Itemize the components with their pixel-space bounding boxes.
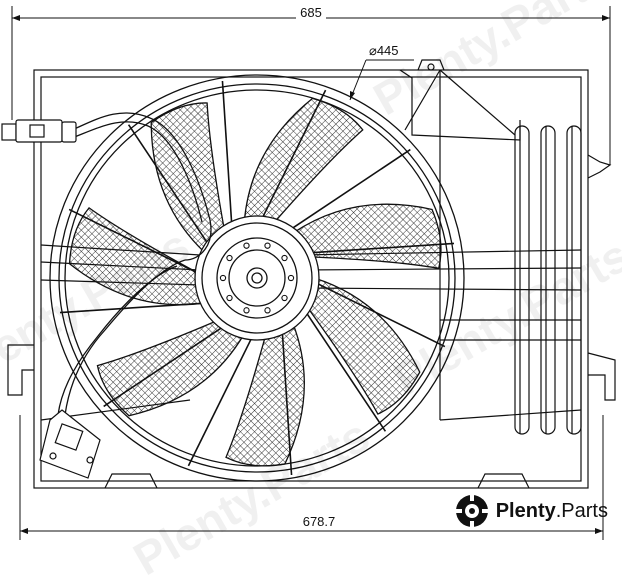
hub-bolt-hole xyxy=(243,242,250,249)
hub-bolt-hole xyxy=(226,254,233,262)
brand-name: Plenty xyxy=(495,499,556,522)
brand-suffix: .Parts xyxy=(555,499,608,522)
fan-blade xyxy=(306,277,421,415)
fan-spoke xyxy=(281,334,293,476)
fan-spoke xyxy=(292,148,411,229)
wiring-harness xyxy=(57,112,212,416)
hub-bolt-hole xyxy=(287,274,295,282)
hub-bolt-hole xyxy=(219,274,227,282)
fan-spokes xyxy=(59,80,455,476)
fan-spoke xyxy=(68,208,196,273)
fan-blade xyxy=(96,319,245,417)
top-dimension: 685 xyxy=(11,5,611,165)
hub-bolt-hole xyxy=(264,242,271,249)
fan-spoke xyxy=(59,302,201,314)
fan-spoke xyxy=(221,80,233,222)
fan-assembly-drawing: 685 678.7 xyxy=(1,5,616,540)
fan-blade xyxy=(292,203,442,270)
bottom-left-connector xyxy=(39,409,101,479)
fan-spoke xyxy=(127,124,208,243)
fan-spoke xyxy=(318,283,446,348)
radiator-tubes xyxy=(514,125,582,435)
hub-bolt-hole xyxy=(243,307,250,314)
fan-spoke xyxy=(313,242,455,254)
fan-spoke xyxy=(187,339,252,467)
fan-hub xyxy=(194,215,320,341)
fan-diameter-label: ⌀445 xyxy=(369,43,399,58)
fan-diameter-callout: ⌀445 xyxy=(349,43,414,101)
hub-bolt-hole xyxy=(281,294,288,302)
fan-blade xyxy=(68,206,206,306)
bottom-width-label: 678.7 xyxy=(303,514,336,529)
plenty-gear-logo-icon xyxy=(455,495,488,527)
hub-bolt-holes xyxy=(219,242,295,314)
brand-logo: Plenty.Parts xyxy=(454,493,608,529)
fan-spoke xyxy=(306,313,387,432)
fan-spoke xyxy=(262,89,327,217)
fan-blade xyxy=(243,97,364,224)
bottom-dimension: 678.7 xyxy=(19,415,604,540)
hub-bolt-hole xyxy=(264,307,271,314)
top-width-label: 685 xyxy=(300,5,322,20)
top-left-connector xyxy=(1,119,77,143)
hub-bolt-hole xyxy=(281,254,288,262)
drawing-stage: 685 678.7 xyxy=(1,5,616,540)
fan-spoke xyxy=(103,327,222,408)
hub-bolt-hole xyxy=(226,294,233,302)
